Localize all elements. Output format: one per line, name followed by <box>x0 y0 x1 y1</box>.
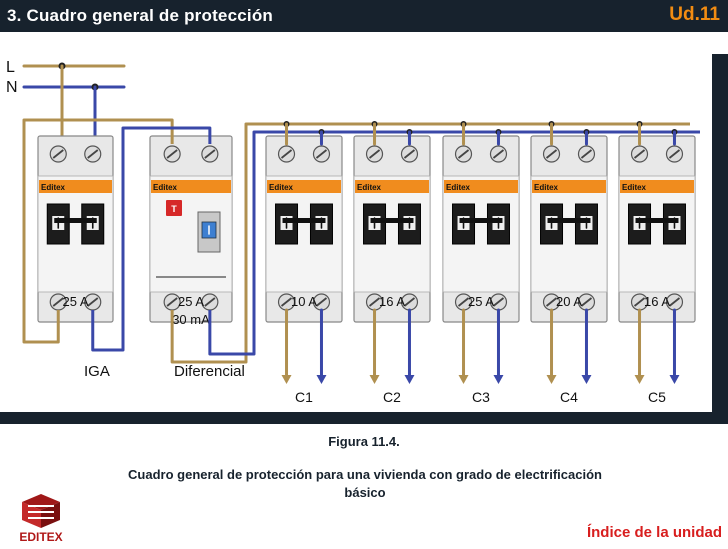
module-1-screw-bottom-left-slot <box>52 297 64 307</box>
phase-distribution-bus <box>170 122 690 364</box>
differential-label: Diferencial <box>174 363 245 380</box>
module-2-test-label: T <box>171 204 177 214</box>
editex-logo: EDITEX <box>4 492 78 544</box>
module-6-screw-bottom-right-slot <box>580 297 593 307</box>
module-6-screw-top-right-slot <box>580 149 593 159</box>
module-2-screw-bottom-left-slot <box>166 297 178 307</box>
module-3-rating-label: 10 A <box>291 294 317 309</box>
module-5-screw-top-right-slot <box>492 149 505 159</box>
module-2-divider <box>156 276 226 278</box>
module-2-screw-bottom-right-slot <box>204 297 216 307</box>
module-7-screw-top-left-slot <box>633 149 646 159</box>
module-7-brand-band <box>620 180 694 193</box>
circuit-2-label: C2 <box>383 389 401 405</box>
module-5-brand-band <box>444 180 518 193</box>
circuit-5-neutral-arrow <box>669 375 680 384</box>
module-6-screw-top-left-slot <box>545 149 558 159</box>
module-2-brand-band <box>151 180 231 193</box>
bottom-edge-bar <box>0 412 728 424</box>
iga-to-diff-phase-wire <box>22 118 174 344</box>
figure-number: Figura 11.4. <box>328 434 400 449</box>
figure-caption: Cuadro general de protección para una vi… <box>128 467 602 500</box>
module-3-brand-label: Editex <box>269 183 294 192</box>
circuit-3-label: C3 <box>472 389 490 405</box>
iga-label: IGA <box>84 363 110 380</box>
module-6-rating-label: 20 A <box>556 294 582 309</box>
module-1-rating-label: 25 A <box>62 294 88 309</box>
module-4-rating-label: 16 A <box>379 294 405 309</box>
phase-line-label: L <box>6 59 15 76</box>
circuit-1-phase-arrow <box>281 375 292 384</box>
module-7-screw-bottom-right-slot <box>668 297 681 307</box>
circuit-5-phase-arrow <box>634 375 645 384</box>
section-title: 3. Cuadro general de protección <box>7 6 273 25</box>
module-6-screw-bottom-left-slot <box>545 297 558 307</box>
circuit-1-neutral-arrow <box>316 375 327 384</box>
module-5-toggle-bar <box>459 218 503 223</box>
module-6-brand-label: Editex <box>534 183 559 192</box>
module-3-screw-top-left-slot <box>280 149 293 159</box>
circuit-3-neutral-arrow <box>493 375 504 384</box>
module-1-brand-band <box>39 180 112 193</box>
module-1-brand-label: Editex <box>41 183 66 192</box>
module-4-screw-top-left-slot <box>368 149 381 159</box>
circuit-2-neutral-arrow <box>404 375 415 384</box>
logo-emblem-icon <box>22 494 60 528</box>
right-edge-bar <box>712 54 728 424</box>
module-4-screw-bottom-left-slot <box>368 297 381 307</box>
module-2-rating-label: 25 A <box>178 294 204 309</box>
circuit-3-phase-arrow <box>458 375 469 384</box>
module-5-screw-bottom-right-slot <box>492 297 505 307</box>
module-2-screw-top-right-slot <box>204 149 216 159</box>
module-5-screw-top-left-slot <box>457 149 470 159</box>
module-6-toggle-bar <box>547 218 591 223</box>
module-7-toggle-bar <box>635 218 679 223</box>
module-2-test-button <box>166 200 182 216</box>
logo-text: EDITEX <box>19 530 62 544</box>
module-1-screw-top-left-slot <box>52 149 64 159</box>
circuit-4-phase-arrow <box>546 375 557 384</box>
iga-to-diff-neutral-wire <box>91 126 212 352</box>
unit-index-link[interactable]: Índice de la unidad <box>586 524 722 541</box>
circuit-5-label: C5 <box>648 389 666 405</box>
module-2-screw-top-left-slot <box>166 149 178 159</box>
module-3-toggle-bar <box>282 218 326 223</box>
module-3-brand-band <box>267 180 341 193</box>
circuit-2-phase-arrow <box>369 375 380 384</box>
unit-label: Ud.11 <box>669 4 720 25</box>
neutral-line-label: N <box>6 79 18 96</box>
module-3-screw-top-right-slot <box>315 149 328 159</box>
module-1-screw-top-right-slot <box>87 149 99 159</box>
module-4-screw-bottom-right-slot <box>403 297 416 307</box>
module-7-screw-top-right-slot <box>668 149 681 159</box>
module-3-screw-bottom-right-slot <box>315 297 328 307</box>
left-margin <box>0 32 14 424</box>
module-4-brand-label: Editex <box>357 183 382 192</box>
neutral-distribution-bus <box>208 130 700 356</box>
module-7-screw-bottom-left-slot <box>633 297 646 307</box>
module-5-screw-bottom-left-slot <box>457 297 470 307</box>
circuit-4-neutral-arrow <box>581 375 592 384</box>
module-5-brand-label: Editex <box>446 183 471 192</box>
module-1-toggle-bar <box>54 218 97 223</box>
module-1-screw-bottom-right-slot <box>87 297 99 307</box>
module-2-brand-label: Editex <box>153 183 178 192</box>
module-3-screw-bottom-left-slot <box>280 297 293 307</box>
header-bar: 3. Cuadro general de protección Ud.11 <box>0 0 728 32</box>
module-6-brand-band <box>532 180 606 193</box>
module-4-brand-band <box>355 180 429 193</box>
module-4-screw-top-right-slot <box>403 149 416 159</box>
module-5-rating-label: 25 A <box>468 294 494 309</box>
module-7-rating-label: 16 A <box>644 294 670 309</box>
circuit-1-label: C1 <box>295 389 313 405</box>
module-4-toggle-bar <box>370 218 414 223</box>
circuit-4-label: C4 <box>560 389 578 405</box>
module-7-brand-label: Editex <box>622 183 647 192</box>
module-2-sensitivity-label: 30 mA <box>172 312 210 327</box>
